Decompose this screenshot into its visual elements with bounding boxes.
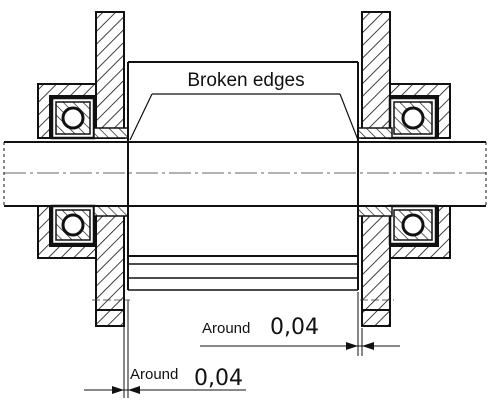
right-bearing-top [388, 96, 438, 140]
callout-label: Broken edges [187, 70, 304, 91]
left-dimension-prefix: Around [130, 366, 178, 383]
left-bearing-bottom [50, 204, 96, 246]
right-bearing-bottom [388, 204, 438, 246]
broken-edges-callout: Broken edges [129, 70, 359, 141]
left-flange-plate [95, 11, 125, 327]
drum-body [127, 61, 359, 291]
right-dimension-value: 0,04 [270, 315, 319, 340]
shaft [3, 141, 487, 207]
right-hub-housing [389, 83, 451, 259]
left-dimension-value: 0,04 [194, 366, 243, 391]
right-dimension-prefix: Around [202, 320, 250, 337]
left-clearance-dimension: Around 0,04 [84, 300, 246, 398]
left-bearing-top [50, 96, 96, 140]
right-flange-plate [361, 11, 391, 327]
right-clearance-dimension: Around 0,04 [200, 292, 400, 356]
